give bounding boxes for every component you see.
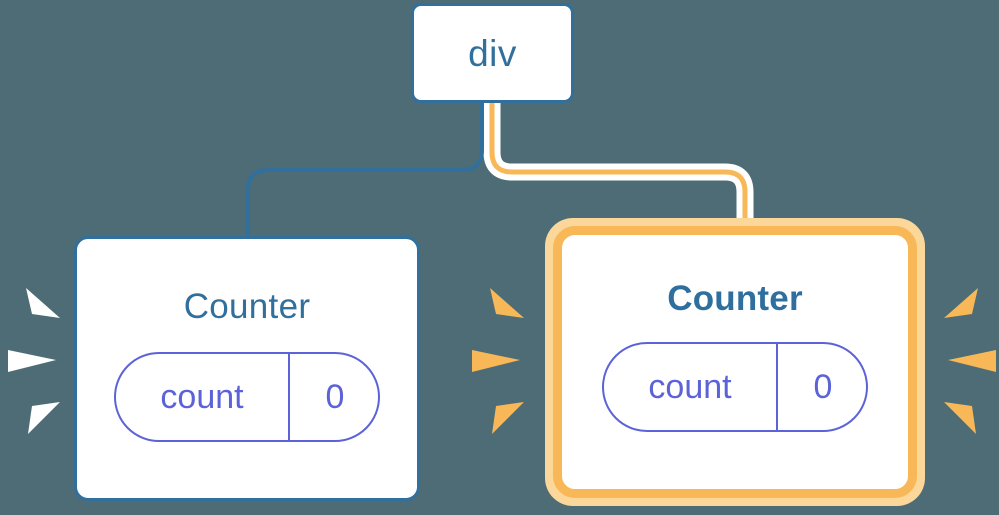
node-div[interactable]: div bbox=[411, 3, 574, 103]
node-counter-right-highlight-ring: Counter count 0 bbox=[545, 218, 925, 506]
state-value-right: 0 bbox=[776, 344, 868, 430]
state-pill-right: count 0 bbox=[602, 342, 868, 432]
node-counter-right-label: Counter bbox=[667, 279, 803, 318]
node-div-label: div bbox=[468, 32, 517, 74]
node-counter-left-label: Counter bbox=[183, 287, 311, 326]
spark-burst-icon bbox=[472, 288, 524, 434]
node-counter-left[interactable]: Counter count 0 bbox=[74, 236, 420, 501]
state-pill-left: count 0 bbox=[114, 352, 380, 442]
state-key-right: count bbox=[648, 368, 732, 406]
state-value-left: 0 bbox=[288, 354, 380, 440]
spark-burst-icon bbox=[8, 288, 60, 434]
spark-burst-icon bbox=[944, 288, 996, 434]
state-key-left: count bbox=[160, 378, 244, 416]
node-counter-right[interactable]: Counter count 0 bbox=[553, 226, 917, 498]
